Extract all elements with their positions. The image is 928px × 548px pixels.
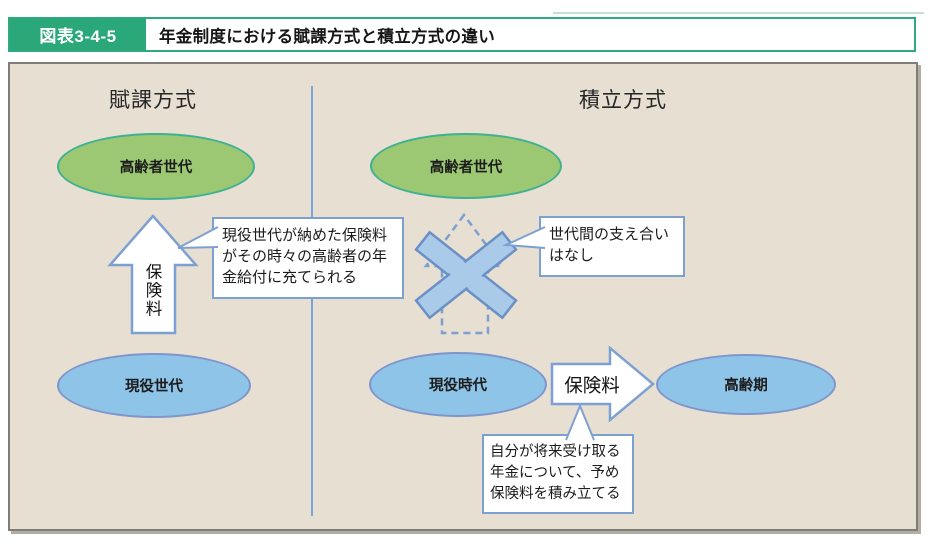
premium-right-arrow-label: 保険料: [564, 375, 620, 396]
panel-divider: [311, 86, 313, 516]
premium-up-arrow-label: 保険料: [143, 263, 161, 319]
funded-method-heading: 積立方式: [579, 89, 667, 112]
old-age-ellipse: 高齢期: [656, 354, 836, 415]
diagram-board: 賦課方式 積立方式 高齢者世代 高齢者世代 現役世代 現役時代 高齢期 現役世代…: [8, 62, 918, 531]
figure-number-badge: 図表3-4-5: [10, 19, 146, 50]
figure-header: 図表3-4-5 年金制度における賦課方式と積立方式の違い: [8, 17, 916, 52]
prefund-callout: 自分が将来受け取る 年金について、予め 保険料を積み立てる: [482, 434, 634, 514]
no-support-callout: 世代間の支え合い はなし: [539, 216, 685, 277]
pay-as-you-go-heading: 賦課方式: [109, 89, 197, 112]
elderly-generation-ellipse-left: 高齢者世代: [57, 133, 255, 200]
crossed-out-dashed-arrow: [423, 212, 505, 335]
working-period-ellipse: 現役時代: [369, 352, 547, 417]
working-generation-ellipse: 現役世代: [57, 353, 251, 418]
figure-title: 年金制度における賦課方式と積立方式の違い: [159, 27, 495, 46]
premium-flow-callout: 現役世代が納めた保険料 がその時々の高齢者の年 金給付に充てられる: [212, 217, 404, 299]
elderly-generation-ellipse-right: 高齢者世代: [370, 133, 562, 199]
x-mark-icon: [414, 230, 518, 320]
decorative-top-rule: [553, 12, 924, 14]
